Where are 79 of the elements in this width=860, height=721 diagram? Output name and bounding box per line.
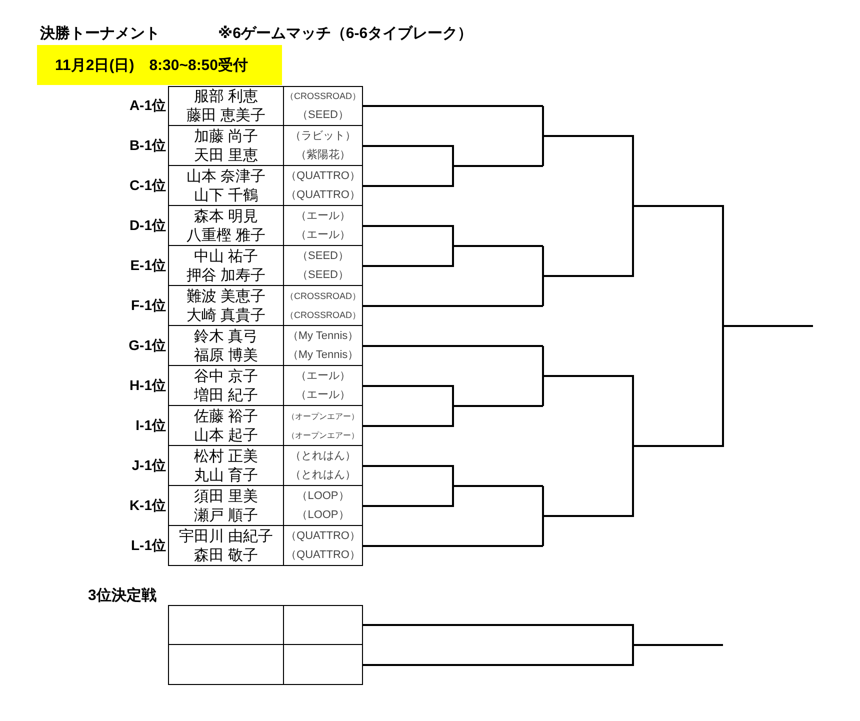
- player-name: 鈴木 真弓: [194, 326, 258, 346]
- club-name: （とれはん）: [290, 448, 356, 464]
- club-name: （オープンエアー）: [287, 410, 359, 422]
- team-entry-box: [168, 286, 363, 326]
- club-name: （オープンエアー）: [287, 430, 359, 442]
- player-name: 八重樫 雅子: [186, 226, 266, 244]
- player-name: 天田 里恵: [194, 146, 258, 164]
- club-name: （My Tennis）: [287, 348, 359, 362]
- club-name: （エール）: [296, 368, 350, 384]
- seed-label: I-1位: [134, 417, 166, 435]
- empty-entry-box: [168, 605, 363, 645]
- seed-label: H-1位: [128, 377, 166, 395]
- player-name: 藤田 恵美子: [186, 106, 266, 125]
- player-name: 難波 美恵子: [186, 286, 266, 306]
- club-name: （QUATTRO）: [286, 168, 360, 184]
- team-entry-box: [168, 526, 363, 566]
- player-name: 佐藤 裕子: [194, 406, 258, 426]
- club-name: （QUATTRO）: [286, 548, 360, 562]
- player-name: 山本 起子: [194, 426, 258, 444]
- player-name: 増田 紀子: [194, 386, 258, 404]
- seed-label: L-1位: [130, 537, 166, 555]
- club-name: （QUATTRO）: [286, 188, 360, 202]
- club-name: （SEED）: [297, 108, 349, 123]
- date-text: 11月2日(日) 8:30~8:50受付: [55, 56, 248, 74]
- player-name: 森田 敬子: [194, 546, 258, 564]
- team-entry-box: [168, 366, 363, 406]
- player-name: 福原 博美: [194, 346, 258, 364]
- seed-label: F-1位: [130, 297, 166, 315]
- club-name: （エール）: [296, 228, 350, 242]
- player-name: 加藤 尚子: [194, 126, 258, 146]
- club-name: （CROSSROAD）: [284, 308, 361, 322]
- player-name: 谷中 京子: [194, 366, 258, 386]
- player-name: 中山 祐子: [194, 246, 258, 266]
- player-name: 松村 正美: [194, 446, 258, 466]
- club-name: （紫陽花）: [296, 148, 350, 162]
- seed-label: J-1位: [130, 457, 166, 475]
- player-name: 丸山 育子: [194, 466, 258, 484]
- section-heading: 3位決定戦: [88, 586, 156, 605]
- team-entry-box: [168, 166, 363, 206]
- player-name: 大崎 真貴子: [186, 306, 266, 324]
- seed-label: A-1位: [128, 97, 166, 115]
- player-name: 瀬戸 順子: [194, 506, 258, 524]
- player-name: 山下 千鶴: [194, 186, 258, 204]
- club-name: （ラビット）: [290, 128, 356, 144]
- club-name: （LOOP）: [296, 488, 350, 504]
- title: 決勝トーナメント: [40, 24, 160, 43]
- date-banner: [37, 45, 282, 85]
- club-name: （My Tennis）: [287, 328, 359, 344]
- seed-label: B-1位: [128, 137, 166, 155]
- team-entry-box: [168, 86, 363, 126]
- player-name: 森本 明見: [194, 206, 258, 226]
- club-name: （LOOP）: [296, 508, 350, 522]
- seed-label: C-1位: [128, 177, 166, 195]
- club-name: （CROSSROAD）: [284, 290, 361, 302]
- player-name: 山本 奈津子: [186, 166, 266, 186]
- team-entry-box: [168, 486, 363, 526]
- note-text: ※6ゲームマッチ（6-6タイブレーク）: [218, 24, 473, 43]
- seed-label: E-1位: [129, 257, 166, 275]
- club-name: （SEED）: [297, 268, 349, 282]
- seed-label: K-1位: [128, 497, 166, 515]
- empty-entry-box: [168, 645, 363, 685]
- club-name: （とれはん）: [290, 468, 356, 482]
- team-entry-box: [168, 406, 363, 446]
- team-entry-box: [168, 206, 363, 246]
- club-name: （SEED）: [297, 248, 349, 264]
- team-entry-box: [168, 126, 363, 166]
- player-name: 押谷 加寿子: [186, 266, 266, 284]
- club-name: （エール）: [296, 208, 350, 224]
- club-name: （エール）: [296, 388, 350, 402]
- player-name: 宇田川 由紀子: [178, 526, 274, 546]
- player-name: 須田 里美: [194, 486, 258, 506]
- player-name: 服部 利恵: [194, 87, 258, 106]
- club-name: （CROSSROAD）: [284, 90, 361, 103]
- team-entry-box: [168, 446, 363, 486]
- team-entry-box: [168, 246, 363, 286]
- team-entry-box: [168, 326, 363, 366]
- seed-label: D-1位: [128, 217, 166, 235]
- club-name: （QUATTRO）: [286, 528, 360, 544]
- seed-label: G-1位: [128, 337, 166, 355]
